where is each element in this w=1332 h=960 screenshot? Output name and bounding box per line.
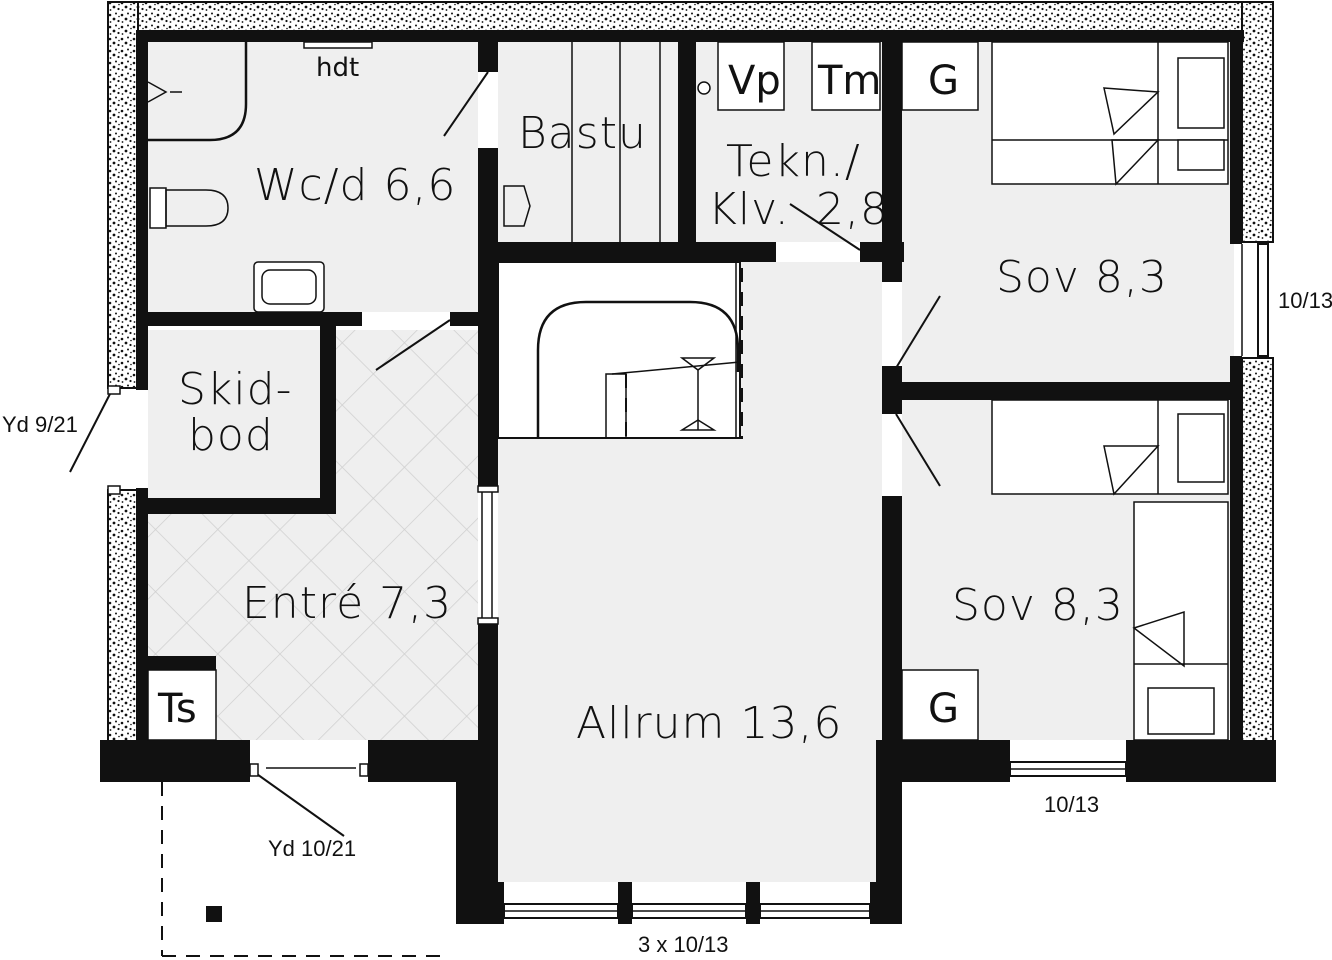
outer-wall-insulation (107, 1, 1274, 776)
walls (100, 30, 1276, 924)
room-label-sov-bottom: Sov 8,3 (952, 580, 1124, 631)
entrance-outline (161, 782, 450, 957)
room-label-bastu: Bastu (518, 108, 647, 159)
fixture-labels: hdt Vp Tm G G Ts (157, 53, 959, 732)
cabinets (147, 41, 979, 741)
bathroom-fixtures (147, 41, 373, 313)
fixture-label-g-bottom: G (928, 686, 959, 732)
fixture-label-g-top: G (928, 58, 959, 104)
room-label-klv: Klv. (708, 184, 790, 235)
room-labels: Wc/d 6,6 Bastu Tekn./ Klv. 2,8 Sov 8,3 S… (178, 108, 1168, 749)
room-label-tekn: Tekn./ (726, 136, 861, 187)
label-window-bottom-right: 10/13 (1044, 792, 1099, 817)
label-window-bottom: 3 x 10/13 (638, 932, 729, 957)
label-door-bottom: Yd 10/21 (268, 836, 356, 861)
room-label-skidbod-1: Skid- (178, 364, 292, 415)
fixture-label-hdt: hdt (316, 53, 359, 83)
room-label-tekn-area: 2,8 (816, 184, 889, 235)
beds (991, 41, 1229, 741)
staircase (497, 261, 743, 439)
room-label-skidbod-2: bod (188, 410, 274, 461)
windows (503, 243, 1269, 919)
fixture-label-ts: Ts (157, 686, 197, 732)
opening-labels: 10/13 10/13 3 x 10/13 Yd 9/21 Yd 10/21 (2, 288, 1332, 957)
room-label-allrum: Allrum 13,6 (576, 698, 842, 749)
fixture-label-vp: Vp (728, 58, 781, 104)
fixture-label-tm: Tm (817, 58, 881, 104)
doors (69, 71, 941, 837)
label-window-right: 10/13 (1278, 288, 1332, 313)
room-label-entre: Entré 7,3 (242, 578, 452, 629)
room-label-wc: Wc/d 6,6 (254, 160, 456, 211)
room-label-sov-top: Sov 8,3 (996, 252, 1168, 303)
label-door-left: Yd 9/21 (2, 412, 78, 437)
sauna-benches (503, 42, 661, 242)
